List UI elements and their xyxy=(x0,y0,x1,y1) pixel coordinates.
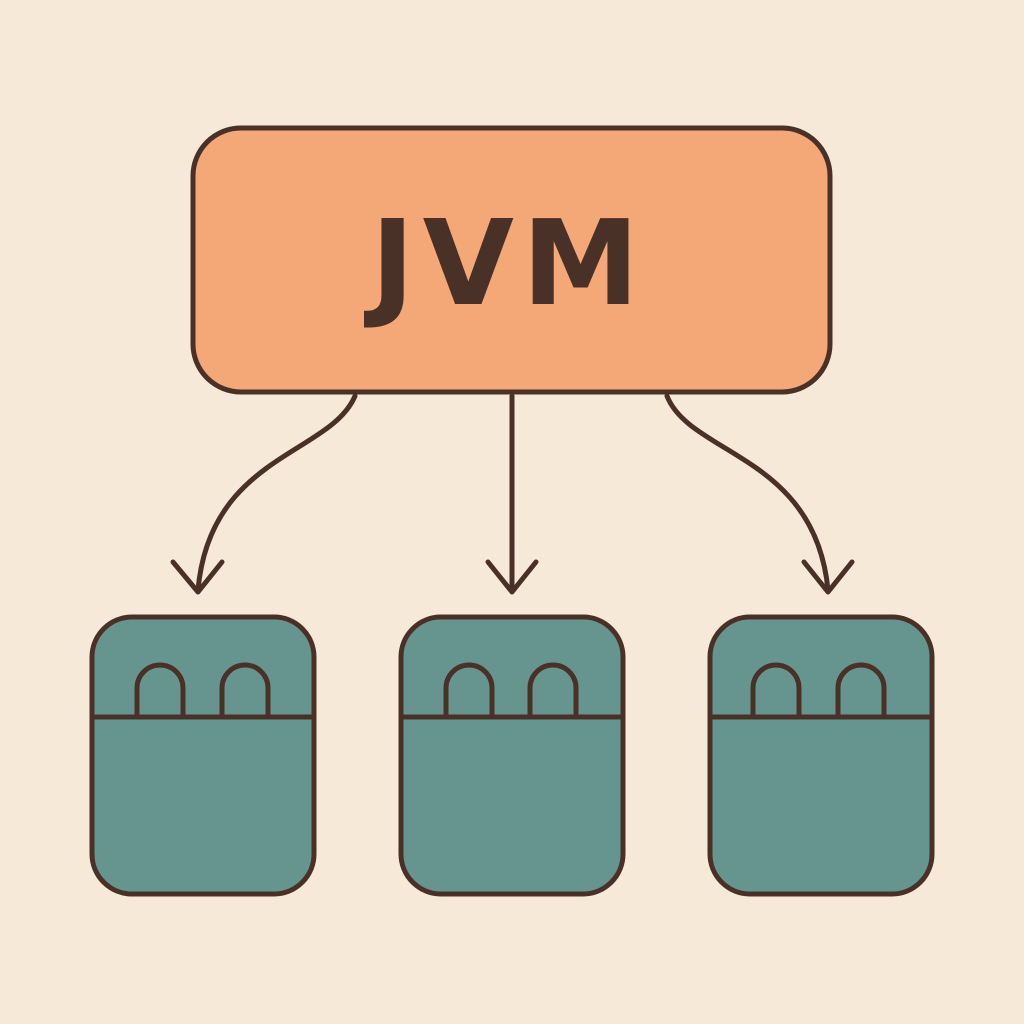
child-container-icon xyxy=(89,614,317,897)
arch-icon xyxy=(835,662,887,716)
jvm-label: JVM xyxy=(364,194,648,332)
connector-left xyxy=(195,393,358,593)
arch-icon xyxy=(443,662,495,716)
arch-icon xyxy=(750,662,802,716)
arch-icon xyxy=(134,662,186,716)
arrow-head-center xyxy=(485,559,539,595)
child-node-3 xyxy=(707,614,935,897)
child-node-2 xyxy=(398,614,626,897)
arch-icon xyxy=(527,662,579,716)
child-container-icon xyxy=(398,614,626,897)
connectors xyxy=(170,393,855,595)
child-container-icon xyxy=(707,614,935,897)
arch-icon xyxy=(219,662,271,716)
jvm-box xyxy=(190,125,833,395)
arrow-head-left xyxy=(170,559,225,595)
child-node-1 xyxy=(89,614,317,897)
arrow-head-right xyxy=(801,559,855,595)
jvm-node: JVM xyxy=(190,125,833,395)
connector-right xyxy=(664,393,831,593)
